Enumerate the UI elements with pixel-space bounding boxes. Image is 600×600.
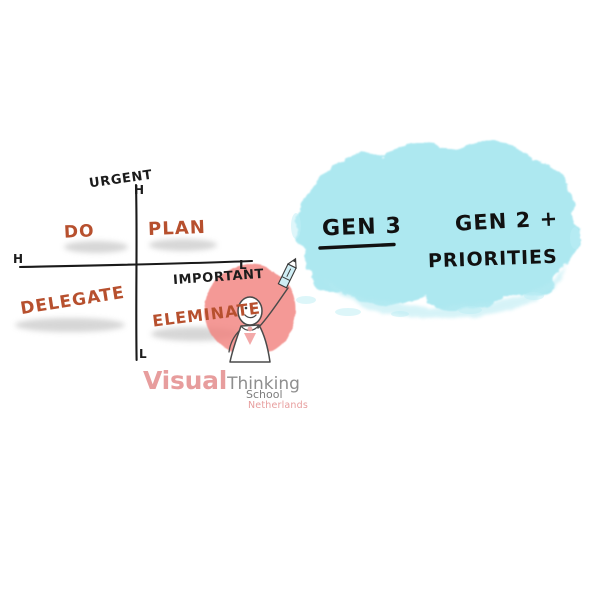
axis-tick-horizontal-low: L bbox=[239, 258, 247, 272]
axis-tick-vertical-high: H bbox=[134, 183, 145, 197]
matrix-axes bbox=[18, 183, 254, 362]
axis-tick-horizontal-high: H bbox=[13, 252, 24, 266]
stick-figure bbox=[228, 287, 289, 363]
logo-primary-row: Visual Thinking bbox=[143, 366, 300, 395]
logo-word-thinking: Thinking bbox=[227, 374, 300, 394]
quadrant-label-do: DO bbox=[63, 221, 96, 243]
annotation-subhead-priorities: PRIORITIES bbox=[427, 245, 559, 273]
logo-word-visual: Visual bbox=[143, 366, 228, 395]
visual-thinking-school-logo: Visual Thinking School Netherlands bbox=[143, 366, 318, 412]
annotation-headline-gen3: GEN 3 bbox=[321, 213, 403, 242]
gown-motif bbox=[244, 326, 256, 345]
logo-word-netherlands: Netherlands bbox=[248, 400, 308, 411]
pencil-icon bbox=[277, 257, 297, 289]
gen3-underline bbox=[318, 242, 396, 250]
quadrant-label-plan: PLAN bbox=[147, 216, 207, 241]
axis-tick-vertical-low: L bbox=[139, 347, 147, 361]
pencil-smudges bbox=[15, 239, 239, 341]
logo-word-school: School bbox=[246, 388, 283, 401]
